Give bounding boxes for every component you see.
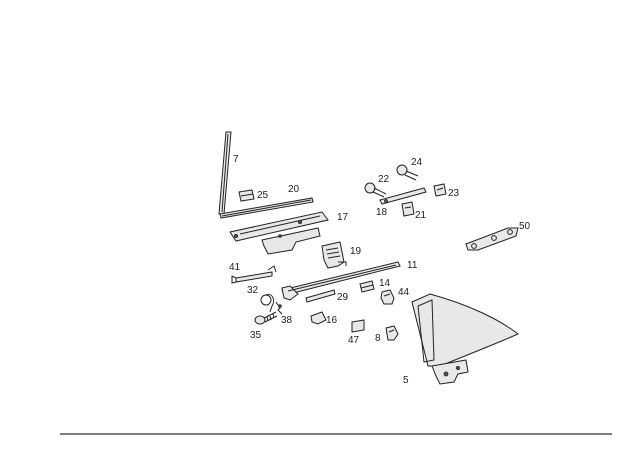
part-7-guide-strip [218, 131, 232, 215]
part-50-plate [465, 227, 519, 251]
callout-18: 18 [376, 207, 388, 218]
callout-24: 24 [411, 157, 423, 168]
callout-14: 14 [379, 278, 391, 289]
part-23-bracket [433, 183, 447, 197]
callout-23: 23 [448, 188, 460, 199]
part-16-block [310, 311, 327, 325]
callout-50: 50 [519, 221, 531, 232]
part-19-bracket [321, 241, 347, 269]
part-21-hinge-block [401, 201, 415, 217]
callout-38: 38 [281, 315, 293, 326]
part-22-bolt [364, 182, 387, 198]
part-17-window-channel [229, 211, 329, 255]
callout-25: 25 [257, 190, 269, 201]
callout-5: 5 [403, 375, 409, 386]
callout-16: 16 [326, 315, 338, 326]
part-38-spring [275, 301, 283, 315]
callout-22: 22 [378, 174, 390, 185]
part-14-clip [359, 280, 375, 293]
part-41-rod [231, 265, 277, 284]
part-5-quarter-glass [411, 293, 519, 385]
part-47-pad [351, 319, 365, 333]
part-8-clip [385, 325, 399, 341]
part-25-clip [238, 189, 255, 202]
callout-21: 21 [415, 210, 427, 221]
callout-41: 41 [229, 262, 241, 273]
callout-19: 19 [350, 246, 362, 257]
callout-35: 35 [250, 330, 262, 341]
callout-7: 7 [233, 154, 239, 165]
part-11-lower-rail [281, 261, 401, 301]
callout-17: 17 [337, 212, 349, 223]
part-35-screw [254, 311, 278, 325]
callout-8: 8 [375, 333, 381, 344]
callout-32: 32 [247, 285, 259, 296]
part-24-bolt [396, 164, 419, 181]
callout-11: 11 [407, 260, 418, 271]
callout-44: 44 [398, 287, 410, 298]
callout-47: 47 [348, 335, 360, 346]
callout-20: 20 [288, 184, 300, 195]
part-44-bracket [380, 289, 395, 305]
part-20-seal-rail [219, 197, 314, 219]
part-32-hook [260, 293, 275, 313]
callout-29: 29 [337, 292, 349, 303]
part-29-bar [305, 289, 336, 303]
part-18-hinge-arm [379, 187, 427, 205]
